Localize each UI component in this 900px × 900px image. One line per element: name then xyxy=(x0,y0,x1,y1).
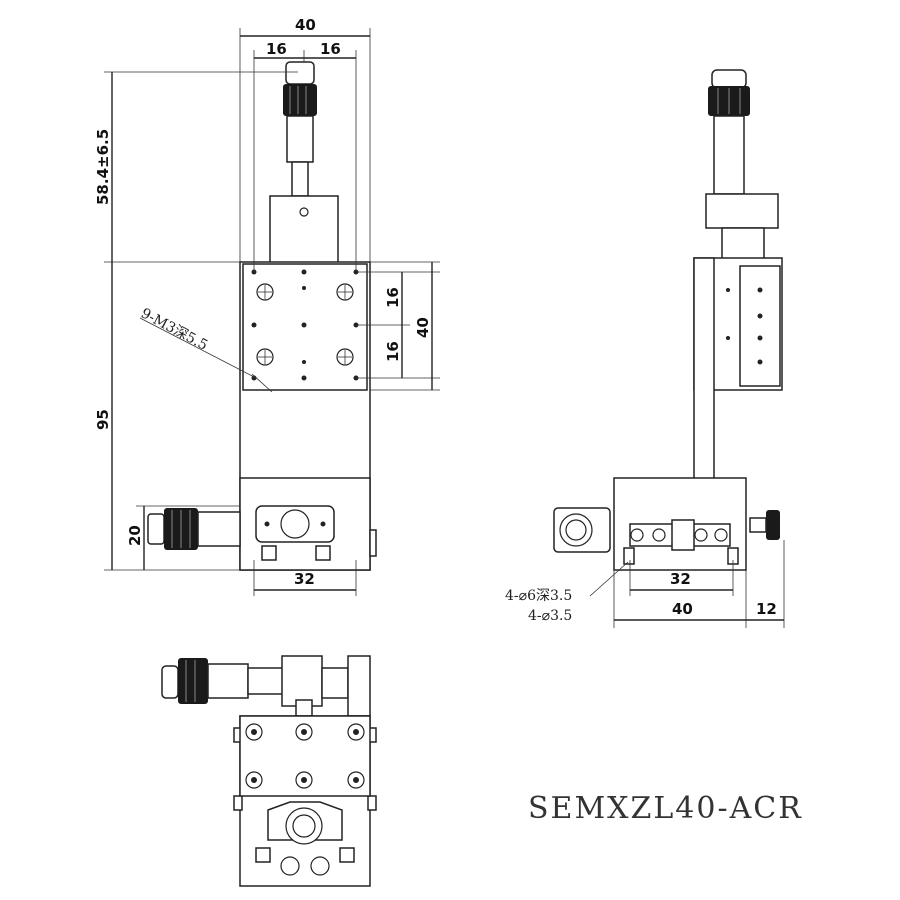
side-view xyxy=(553,69,783,571)
top-view xyxy=(161,655,377,887)
side-dim-base-width-32: 32 xyxy=(670,570,691,588)
counterbore-holes xyxy=(256,283,354,366)
dim-table-height-40: 40 xyxy=(414,317,432,338)
dim-base-height-20: 20 xyxy=(126,525,144,546)
dim-total-height-95: 95 xyxy=(94,409,112,430)
callout-counterbore: 4-⌀6深3.5 xyxy=(505,588,572,604)
dim-offset-right-16: 16 xyxy=(320,40,341,58)
model-name: SEMXZL40-ACR xyxy=(528,791,803,826)
side-dim-total-width-40: 40 xyxy=(672,600,693,618)
side-view-dimensions: 32 40 12 4-⌀6深3.5 4-⌀3.5 xyxy=(505,540,785,628)
dim-offset-left-16: 16 xyxy=(266,40,287,58)
front-view xyxy=(147,61,377,571)
dim-base-width-32: 32 xyxy=(294,570,315,588)
hole-callout-9-m3: 9-M3深5.5 xyxy=(138,305,210,353)
side-dim-knob-offset-12: 12 xyxy=(756,600,777,618)
dim-hole-spacing-lower-16: 16 xyxy=(384,341,402,362)
callout-thru-hole: 4-⌀3.5 xyxy=(528,608,572,624)
dim-micrometer-height: 58.4±6.5 xyxy=(94,129,112,205)
tapped-holes xyxy=(251,269,359,381)
dim-hole-spacing-upper-16: 16 xyxy=(384,287,402,308)
dim-width-40: 40 xyxy=(295,16,316,34)
